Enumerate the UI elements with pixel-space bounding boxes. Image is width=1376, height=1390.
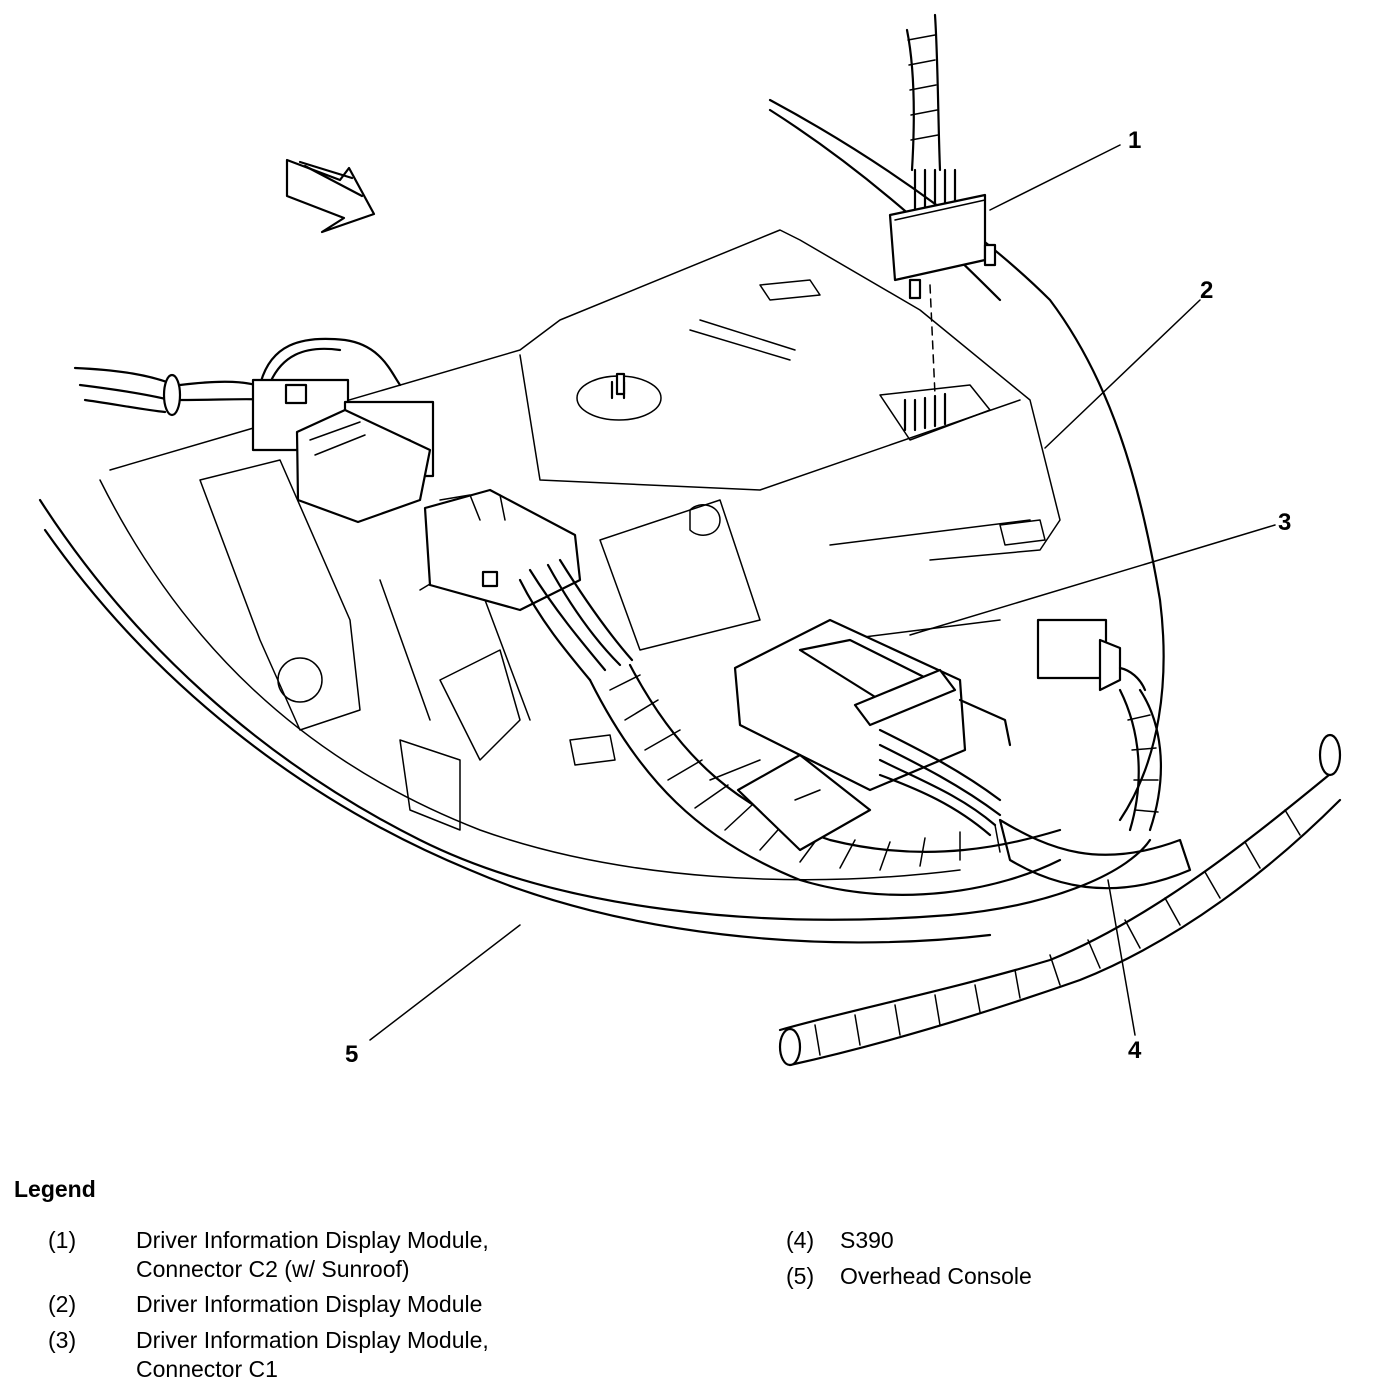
- small-connector: [1036, 618, 1147, 692]
- legend-item-number: (1): [48, 1227, 77, 1253]
- callout-5: 5: [345, 1041, 358, 1068]
- left-wire-harness: [73, 337, 435, 524]
- callout-4: 4: [1128, 1037, 1142, 1064]
- connector-c1-left: [423, 488, 634, 682]
- legend-item-number: (4): [786, 1227, 815, 1253]
- legend-item-2: (2) Driver Information Display Module: [48, 1290, 668, 1320]
- legend-item-number: (3): [48, 1327, 77, 1353]
- legend-item-5: (5) Overhead Console: [786, 1262, 1246, 1292]
- legend-item-text: Overhead Console: [840, 1263, 1032, 1289]
- main-harness-loom: [588, 663, 1342, 1067]
- legend-item-text: S390: [840, 1227, 894, 1253]
- legend-title: Legend: [14, 1176, 96, 1202]
- legend-item-text: Driver Information Display Module, Conne…: [136, 1327, 489, 1382]
- legend-item-number: (2): [48, 1291, 77, 1317]
- leader-lines: [369, 144, 1276, 1041]
- callout-3: 3: [1278, 509, 1291, 536]
- legend-item-text: Driver Information Display Module: [136, 1291, 483, 1317]
- overhead-console: [38, 98, 1165, 944]
- legend-item-text: Driver Information Display Module, Conne…: [136, 1227, 489, 1282]
- connector-c2: [888, 13, 997, 396]
- callout-2: 2: [1200, 277, 1213, 304]
- connector-c1: [733, 618, 1012, 852]
- wiring-diagram: 1 2 3 4 5: [38, 13, 1342, 1068]
- legend-item-number: (5): [786, 1263, 815, 1289]
- legend-item-3: (3) Driver Information Display Module, C…: [48, 1326, 668, 1384]
- legend-item-4: (4) S390: [786, 1226, 1246, 1256]
- callout-1: 1: [1128, 127, 1141, 154]
- forward-arrow-icon: [285, 158, 376, 234]
- legend-item-1: (1) Driver Information Display Module, C…: [48, 1226, 668, 1284]
- legend: Legend (1) Driver Information Display Mo…: [14, 1172, 1354, 1382]
